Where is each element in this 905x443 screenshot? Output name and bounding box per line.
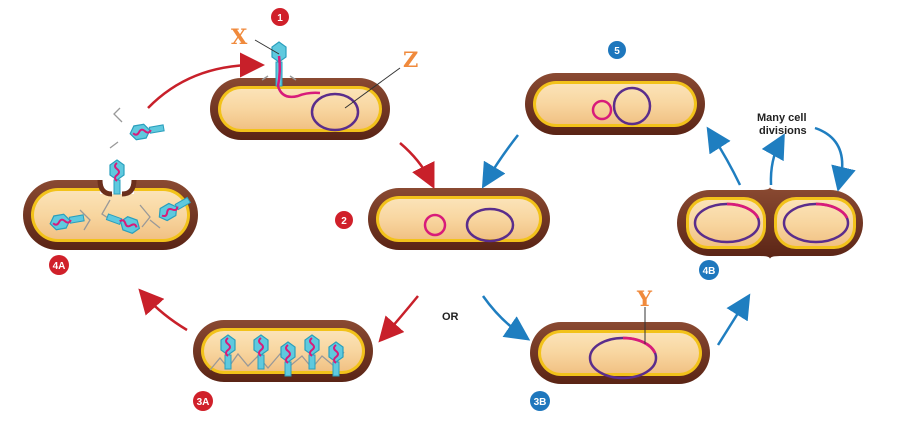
svg-text:3A: 3A	[197, 397, 210, 408]
bacterial-chromosome	[612, 86, 652, 126]
arrow-lysogenic-4b-to-5	[706, 126, 742, 186]
cell-step-3a	[193, 320, 373, 382]
cell-step-2	[368, 188, 550, 250]
cell-step-4b	[677, 187, 863, 259]
or-label: OR	[442, 311, 459, 323]
cell-step-5	[525, 73, 705, 135]
many-cell-divisions-label: Many cell	[757, 112, 807, 124]
step-badge-4a: 4A	[49, 255, 69, 275]
svg-text:4A: 4A	[53, 261, 66, 272]
svg-text:3B: 3B	[534, 397, 547, 408]
bacterial-chromosome	[310, 92, 360, 132]
cell-step-3b	[530, 307, 710, 384]
svg-text:5: 5	[614, 46, 620, 57]
arrow-lytic-4a-to-1	[147, 52, 265, 109]
step-badge-3b: 3B	[530, 391, 550, 411]
step-badge-2: 2	[335, 211, 353, 229]
step-badge-4b: 4B	[699, 260, 719, 280]
svg-text:1: 1	[277, 13, 283, 24]
label-z-pointer	[344, 67, 401, 109]
arrow-division-up	[761, 133, 785, 186]
arrow-lytic-2-to-3a	[378, 295, 419, 343]
phage-attaching	[261, 41, 321, 99]
label-x-pointer	[254, 39, 280, 55]
phage-free	[127, 119, 166, 142]
arrow-lytic-3a-to-4a	[138, 288, 188, 332]
prophage-segment	[622, 336, 657, 354]
svg-text:4B: 4B	[703, 266, 716, 277]
arrow-lytic-1-to-2	[399, 142, 435, 189]
prophage-excising	[591, 99, 613, 121]
label-y: Y	[636, 286, 653, 311]
phage-dna-injected	[276, 55, 321, 99]
many-cell-divisions-label-2: divisions	[759, 125, 807, 137]
arrow-lysogenic-2-to-3b	[481, 295, 531, 341]
arrow-lysogenic-5-to-2	[481, 134, 519, 189]
label-x: X	[231, 24, 248, 49]
step-badge-5: 5	[608, 41, 626, 59]
label-z: Z	[403, 47, 418, 72]
svg-text:2: 2	[341, 216, 347, 227]
arrow-division-loop	[814, 126, 856, 192]
bacterial-chromosome	[465, 207, 515, 243]
cell-step-4a	[23, 159, 198, 250]
cell-step-1	[210, 39, 401, 140]
step-badge-3a: 3A	[193, 391, 213, 411]
arrow-lysogenic-3b-to-4b	[716, 293, 751, 346]
phage-dna-circle	[423, 213, 447, 237]
step-badge-1: 1	[271, 8, 289, 26]
